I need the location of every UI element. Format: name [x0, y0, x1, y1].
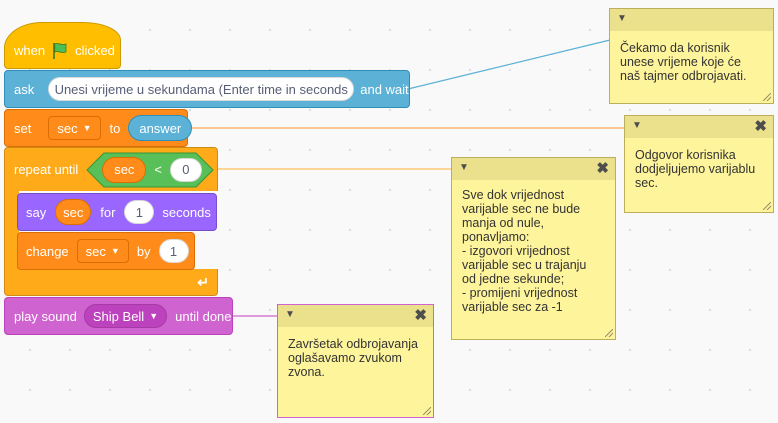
comment-header[interactable]: ▼ ✖: [452, 158, 615, 180]
repeat-comment-note[interactable]: ▼ ✖ Sve dok vrijednost varijable sec ne …: [451, 157, 616, 340]
set-variable-name: sec: [57, 120, 78, 136]
resize-handle-icon[interactable]: [605, 329, 613, 337]
resize-handle-icon[interactable]: [423, 407, 431, 415]
collapse-triangle-icon[interactable]: ▼: [285, 309, 295, 320]
comment-text[interactable]: Čekamo da korisnik unese vrijeme koje će…: [620, 41, 747, 83]
change-variable-dropdown[interactable]: sec ▼: [76, 239, 129, 263]
collapse-triangle-icon[interactable]: ▼: [617, 13, 627, 24]
compare-value-input[interactable]: 0: [169, 157, 202, 182]
less-than-symbol: <: [154, 162, 162, 177]
sound-comment-note[interactable]: ▼ ✖ Završetak odbrojavanja oglašavamo zv…: [277, 304, 434, 418]
ask-question-input[interactable]: Unesi vrijeme u sekundama (Enter time in…: [48, 77, 355, 101]
close-icon[interactable]: ✖: [414, 307, 427, 324]
comment-text[interactable]: Sve dok vrijednost varijable sec ne bude…: [462, 188, 587, 314]
comment-header[interactable]: ▼ ✖: [625, 116, 773, 138]
ask-and-wait-block[interactable]: ask Unesi vrijeme u sekundama (Enter tim…: [4, 70, 410, 108]
and-wait-label: and wait: [360, 81, 409, 97]
change-label: change: [26, 243, 69, 259]
play-sound-label: play sound: [14, 308, 77, 324]
by-label: by: [136, 243, 151, 259]
repeat-until-arm: [4, 190, 19, 270]
to-label: to: [109, 120, 121, 136]
chevron-down-icon: ▼: [110, 246, 120, 256]
chevron-down-icon: ▼: [82, 123, 92, 133]
comment-text[interactable]: Odgovor korisnika dodjeljujemo varijablu…: [635, 148, 756, 190]
green-flag-icon: [51, 42, 69, 60]
clicked-label: clicked: [75, 43, 115, 58]
resize-handle-icon[interactable]: [763, 202, 771, 210]
repeat-until-block[interactable]: repeat until sec < 0: [4, 147, 218, 191]
say-duration-input[interactable]: 1: [124, 200, 155, 224]
ask-comment-note[interactable]: ▼ Čekamo da korisnik unese vrijeme koje …: [609, 8, 774, 104]
sound-name: Ship Bell: [92, 308, 145, 324]
close-icon[interactable]: ✖: [596, 160, 609, 177]
when-flag-clicked-block[interactable]: when clicked: [4, 22, 121, 69]
until-done-label: until done: [175, 308, 232, 324]
close-icon[interactable]: ✖: [754, 118, 767, 135]
when-label: when: [14, 43, 46, 58]
change-variable-name: sec: [85, 243, 106, 259]
less-than-operator[interactable]: sec < 0: [86, 152, 215, 188]
loop-arrow-icon: ↵: [197, 274, 209, 290]
for-label: for: [100, 204, 116, 220]
answer-reporter[interactable]: answer: [128, 115, 193, 141]
chevron-down-icon: ▼: [149, 311, 159, 321]
comment-header[interactable]: ▼: [610, 9, 773, 31]
sound-dropdown[interactable]: Ship Bell ▼: [83, 304, 168, 328]
set-variable-dropdown[interactable]: sec ▼: [48, 116, 101, 140]
say-sec-reporter[interactable]: sec: [55, 199, 92, 225]
change-variable-block[interactable]: change sec ▼ by 1: [17, 232, 195, 270]
set-variable-block[interactable]: set sec ▼ to answer: [4, 109, 193, 147]
say-for-seconds-block[interactable]: say sec for 1 seconds: [17, 193, 217, 231]
change-amount-input[interactable]: 1: [158, 239, 189, 263]
set-label: set: [14, 120, 32, 136]
resize-handle-icon[interactable]: [763, 93, 771, 101]
ask-label: ask: [14, 81, 35, 97]
sec-reporter[interactable]: sec: [102, 156, 147, 183]
ask-connector: [407, 39, 611, 90]
collapse-triangle-icon[interactable]: ▼: [632, 120, 642, 131]
play-sound-until-done-block[interactable]: play sound Ship Bell ▼ until done: [4, 297, 233, 335]
comment-text[interactable]: Završetak odbrojavanja oglašavamo zvukom…: [288, 337, 418, 379]
repeat-until-footer: ↵: [4, 269, 218, 296]
seconds-label: seconds: [162, 204, 211, 220]
comment-header[interactable]: ▼ ✖: [278, 305, 433, 327]
collapse-triangle-icon[interactable]: ▼: [459, 162, 469, 173]
repeat-until-label: repeat until: [14, 162, 79, 177]
set-comment-note[interactable]: ▼ ✖ Odgovor korisnika dodjeljujemo varij…: [624, 115, 774, 213]
say-label: say: [26, 204, 47, 220]
